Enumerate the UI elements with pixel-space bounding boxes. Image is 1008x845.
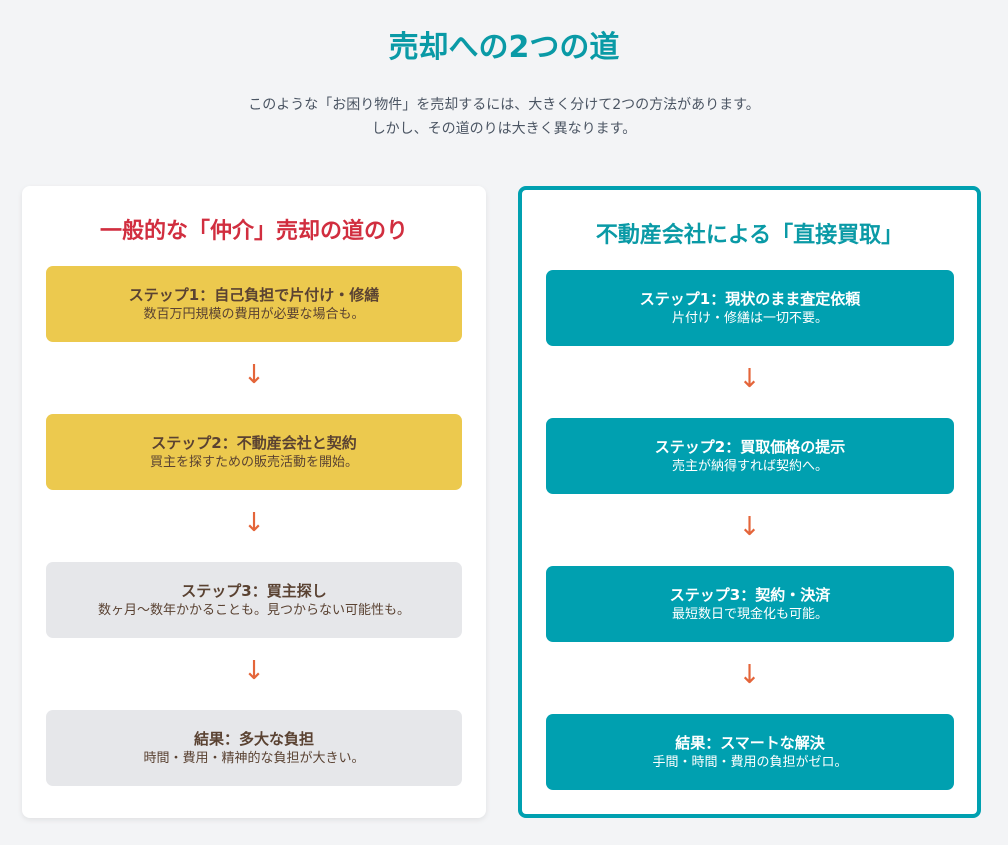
intro-line: しかし、その道のりは大きく異なります。 — [371, 121, 637, 137]
page-title: 売却への2つの道 — [388, 30, 620, 65]
step-desc: 最短数日で現金化も可能。 — [671, 607, 828, 622]
step-heading: ステップ2：買取価格の提示 — [654, 438, 846, 456]
direct-purchase-title: 不動産会社による「直接買取」 — [595, 223, 904, 248]
step-heading: ステップ3：契約・決済 — [669, 586, 831, 604]
step-desc: 買主を探すための販売活動を開始。 — [149, 455, 358, 470]
intro-line: このような「お困り物件」を売却するには、大きく分けて2つの方法があります。 — [248, 97, 760, 113]
step-desc: 数ヶ月〜数年かかることも。見つからない可能性も。 — [97, 603, 410, 618]
step-heading: ステップ1：自己負担で片付け・修繕 — [128, 286, 380, 304]
brokerage-step-2: ステップ2：不動産会社と契約買主を探すための販売活動を開始。 — [46, 414, 462, 490]
step-desc: 時間・費用・精神的な負担が大きい。 — [143, 751, 365, 766]
arrow-down-icon: ↓ — [738, 512, 761, 542]
step-desc: 売主が納得すれば契約へ。 — [671, 459, 828, 474]
step-heading: ステップ2：不動産会社と契約 — [151, 434, 357, 452]
step-heading: 結果：多大な負担 — [193, 730, 314, 748]
step-heading: ステップ3：買主探し — [181, 582, 327, 600]
step-heading: ステップ1：現状のまま査定依頼 — [639, 290, 861, 308]
step-desc: 手間・時間・費用の負担がゼロ。 — [652, 755, 848, 770]
step-desc: 数百万円規模の費用が必要な場合も。 — [143, 307, 365, 322]
direct-purchase-card: 不動産会社による「直接買取」 ステップ1：現状のまま査定依頼片付け・修繕は一切不… — [518, 186, 981, 818]
step-desc: 片付け・修繕は一切不要。 — [671, 311, 828, 326]
brokerage-step-3: ステップ3：買主探し数ヶ月〜数年かかることも。見つからない可能性も。 — [46, 562, 462, 638]
step-heading: 結果：スマートな解決 — [675, 734, 825, 752]
direct-step-3: ステップ3：契約・決済最短数日で現金化も可能。 — [546, 566, 954, 642]
brokerage-step-1: ステップ1：自己負担で片付け・修繕数百万円規模の費用が必要な場合も。 — [46, 266, 462, 342]
arrow-down-icon: ↓ — [738, 660, 761, 690]
brokerage-card: 一般的な「仲介」売却の道のり ステップ1：自己負担で片付け・修繕数百万円規模の費… — [22, 186, 486, 818]
arrow-down-icon: ↓ — [243, 360, 265, 390]
intro-text: このような「お困り物件」を売却するには、大きく分けて2つの方法があります。 しか… — [0, 93, 1008, 141]
brokerage-result: 結果：多大な負担時間・費用・精神的な負担が大きい。 — [46, 710, 462, 786]
direct-result: 結果：スマートな解決手間・時間・費用の負担がゼロ。 — [546, 714, 954, 790]
brokerage-title: 一般的な「仲介」売却の道のり — [99, 219, 408, 244]
arrow-down-icon: ↓ — [243, 508, 265, 538]
direct-step-1: ステップ1：現状のまま査定依頼片付け・修繕は一切不要。 — [546, 270, 954, 346]
direct-step-2: ステップ2：買取価格の提示売主が納得すれば契約へ。 — [546, 418, 954, 494]
arrow-down-icon: ↓ — [738, 364, 761, 394]
arrow-down-icon: ↓ — [243, 656, 265, 686]
